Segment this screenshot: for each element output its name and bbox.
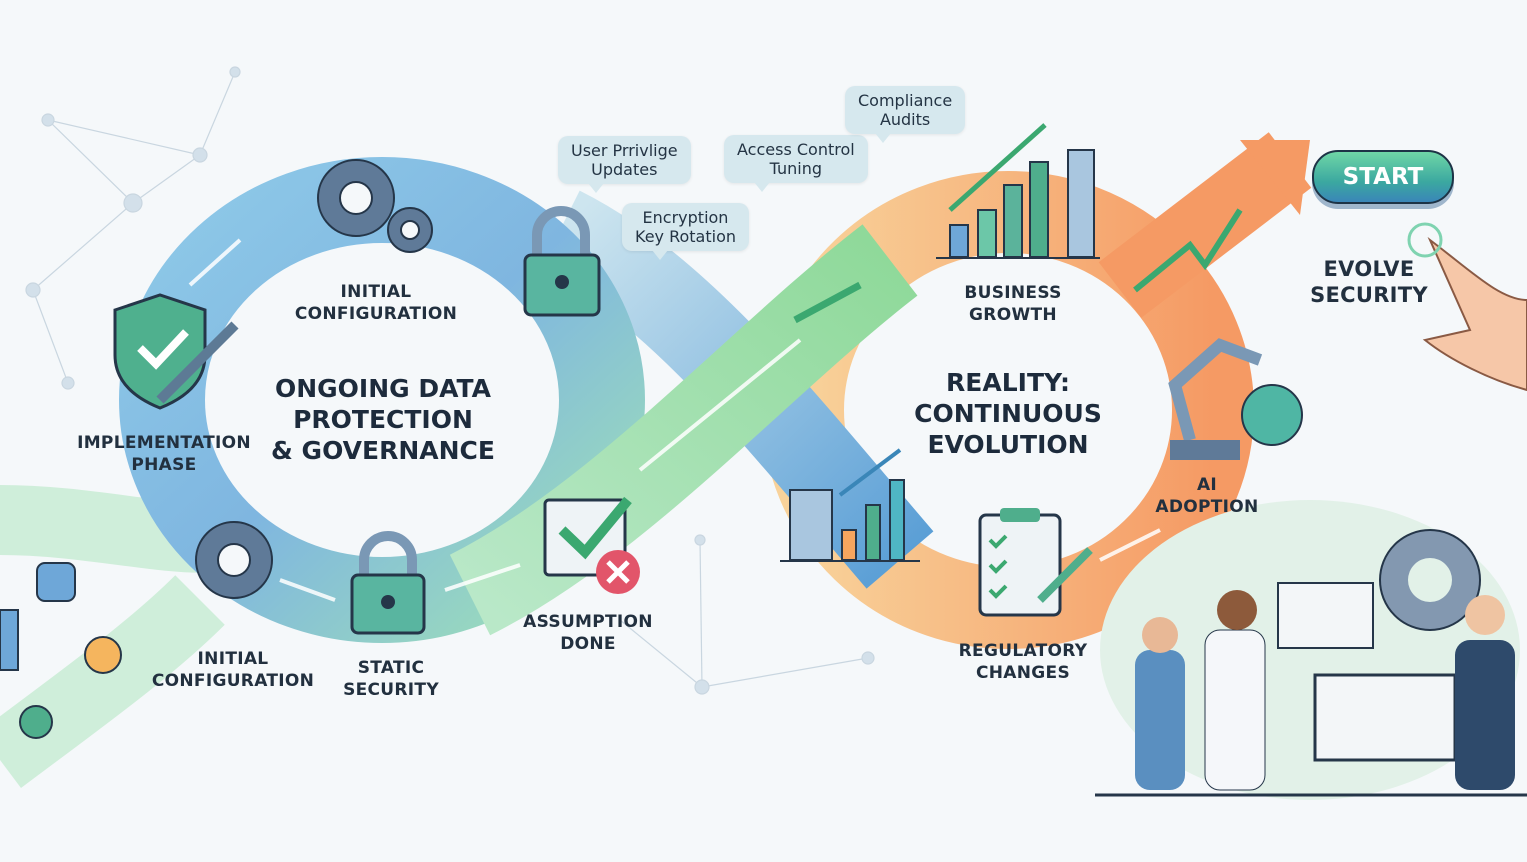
- bubble-user-privilege-updates: User Prrivlige Updates: [558, 136, 691, 193]
- bubble-compliance-audits: Compliance Audits: [845, 86, 966, 143]
- robot-arm-brain-icon: [1168, 338, 1303, 460]
- team-scene-illustration: [1095, 500, 1527, 800]
- stage-initial-configuration-bottom: INITIAL CONFIGURATION: [151, 649, 315, 691]
- clipboard-icon: [978, 508, 1093, 617]
- paper-plane-arrow: [793, 281, 862, 324]
- stage-business-growth: BUSINESS GROWTH: [964, 283, 1062, 325]
- evolve-security-caption: EVOLVE SECURITY: [1310, 257, 1428, 307]
- growth-arrow: [1133, 208, 1243, 293]
- bar-chart-growth-icon: [936, 123, 1100, 259]
- stage-implementation-phase: IMPLEMENTATION PHASE: [77, 433, 251, 475]
- gears-icon: [317, 159, 433, 253]
- bubble-access-control-tuning: Access Control Tuning: [724, 135, 868, 192]
- shield-wrench-icon: [113, 293, 239, 410]
- left-side-icons: [0, 562, 122, 739]
- checkbox-x-icon: [543, 496, 640, 594]
- stage-static-security: STATIC SECURITY: [343, 658, 439, 700]
- right-loop-title: REALITY: CONTINUOUS EVOLUTION: [914, 368, 1102, 459]
- bubble-encryption-key-rotation: Encryption Key Rotation: [622, 203, 750, 260]
- stage-regulatory-changes: REGULATORY CHANGES: [958, 641, 1088, 683]
- stage-ai-adoption: AI ADOPTION: [1155, 475, 1259, 517]
- stage-assumption-done: ASSUMPTION DONE: [523, 612, 653, 654]
- gear-icon-bottom: [195, 521, 273, 599]
- network-lines: [25, 66, 875, 695]
- building-chart-icon: [780, 448, 920, 562]
- stage-initial-configuration-top: INITIAL CONFIGURATION: [294, 282, 458, 324]
- lock-icon-top: [523, 206, 601, 317]
- lock-icon-bottom: [350, 531, 426, 635]
- start-button[interactable]: START: [1312, 150, 1454, 204]
- left-loop-title: ONGOING DATA PROTECTION & GOVERNANCE: [271, 374, 495, 465]
